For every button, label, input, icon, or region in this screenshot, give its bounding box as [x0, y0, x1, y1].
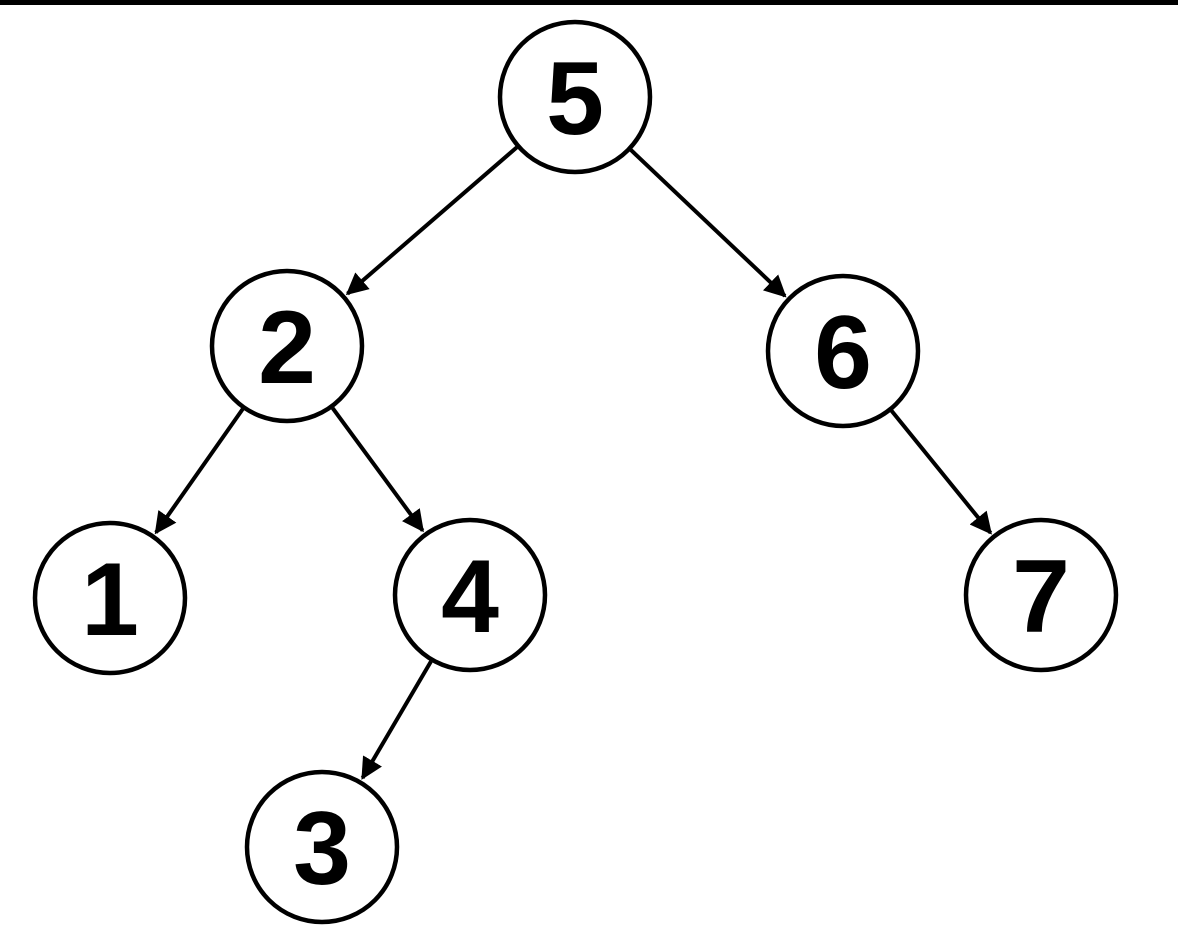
tree-edges: [154, 145, 993, 780]
tree-node-5: 5: [497, 19, 653, 175]
top-border-bar: [0, 0, 1178, 5]
tree-node-circle-1: [32, 520, 188, 676]
tree-edge-2-4: [330, 406, 425, 533]
tree-node-circle-5: [497, 19, 653, 175]
tree-edge-2-1: [154, 407, 245, 535]
tree-node-3: 3: [244, 769, 400, 925]
tree-node-label-3: 3: [293, 791, 351, 907]
tree-node-label-6: 6: [814, 295, 872, 411]
tree-node-2: 2: [209, 268, 365, 424]
tree-node-circle-4: [392, 517, 548, 673]
tree-node-label-1: 1: [81, 542, 139, 658]
tree-edge-5-2: [345, 145, 519, 296]
tree-node-label-5: 5: [546, 41, 604, 157]
tree-node-1: 1: [32, 520, 188, 676]
tree-edge-4-3: [360, 660, 433, 780]
tree-edge-6-7: [889, 409, 993, 535]
tree-node-4: 4: [392, 517, 548, 673]
tree-node-label-2: 2: [258, 290, 316, 406]
tree-node-circle-6: [765, 273, 921, 429]
tree-node-7: 7: [963, 517, 1119, 673]
tree-nodes: 5 2 6 1 4 7 3: [32, 19, 1119, 925]
tree-node-circle-7: [963, 517, 1119, 673]
tree-edge-5-6: [629, 148, 787, 298]
tree-node-label-4: 4: [441, 539, 499, 655]
tree-node-6: 6: [765, 273, 921, 429]
tree-node-circle-3: [244, 769, 400, 925]
tree-node-circle-2: [209, 268, 365, 424]
tree-node-label-7: 7: [1012, 539, 1070, 655]
